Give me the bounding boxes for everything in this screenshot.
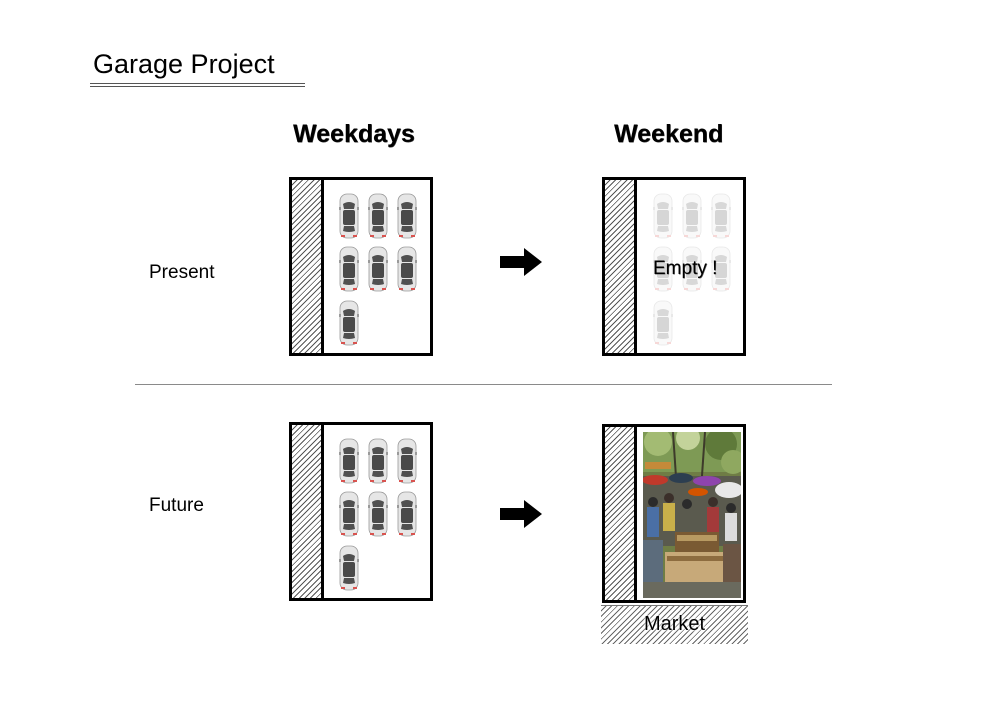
title-underline — [90, 83, 305, 84]
garage-future-weekdays — [289, 422, 433, 601]
market-label: Market — [643, 613, 706, 635]
garage-wall-hatch — [605, 427, 637, 600]
row-label-future: Future — [149, 495, 204, 516]
garage-present-weekend: Empty ! — [602, 177, 746, 356]
page-title: Garage Project — [93, 49, 275, 79]
row-label-present: Present — [149, 262, 215, 283]
car-icon — [339, 300, 359, 346]
market-band: Market — [601, 605, 748, 644]
car-icon — [368, 491, 388, 537]
car-icon — [368, 438, 388, 484]
column-heading-weekdays: Weekdays — [293, 120, 415, 148]
row-divider — [135, 384, 832, 385]
garage-wall-hatch — [292, 425, 324, 598]
garage-wall-hatch — [292, 180, 324, 353]
car-icon — [339, 438, 359, 484]
car-icon — [397, 438, 417, 484]
car-icon — [339, 193, 359, 239]
car-icon — [711, 193, 731, 239]
car-icon — [368, 246, 388, 292]
car-icon — [397, 193, 417, 239]
garage-wall-hatch — [605, 180, 637, 353]
right-arrow-icon — [500, 500, 542, 528]
car-icon — [397, 246, 417, 292]
title-underline-2 — [90, 86, 305, 87]
garage-present-weekdays — [289, 177, 433, 356]
car-icon — [653, 300, 673, 346]
car-icon — [339, 545, 359, 591]
car-icon — [653, 193, 673, 239]
car-icon — [368, 193, 388, 239]
market-photo — [643, 432, 741, 598]
empty-label: Empty ! — [653, 258, 718, 279]
column-heading-weekend: Weekend — [614, 120, 724, 148]
right-arrow-icon — [500, 248, 542, 276]
car-icon — [339, 491, 359, 537]
car-icon — [339, 246, 359, 292]
car-icon — [682, 193, 702, 239]
garage-future-weekend — [602, 424, 746, 603]
car-icon — [397, 491, 417, 537]
